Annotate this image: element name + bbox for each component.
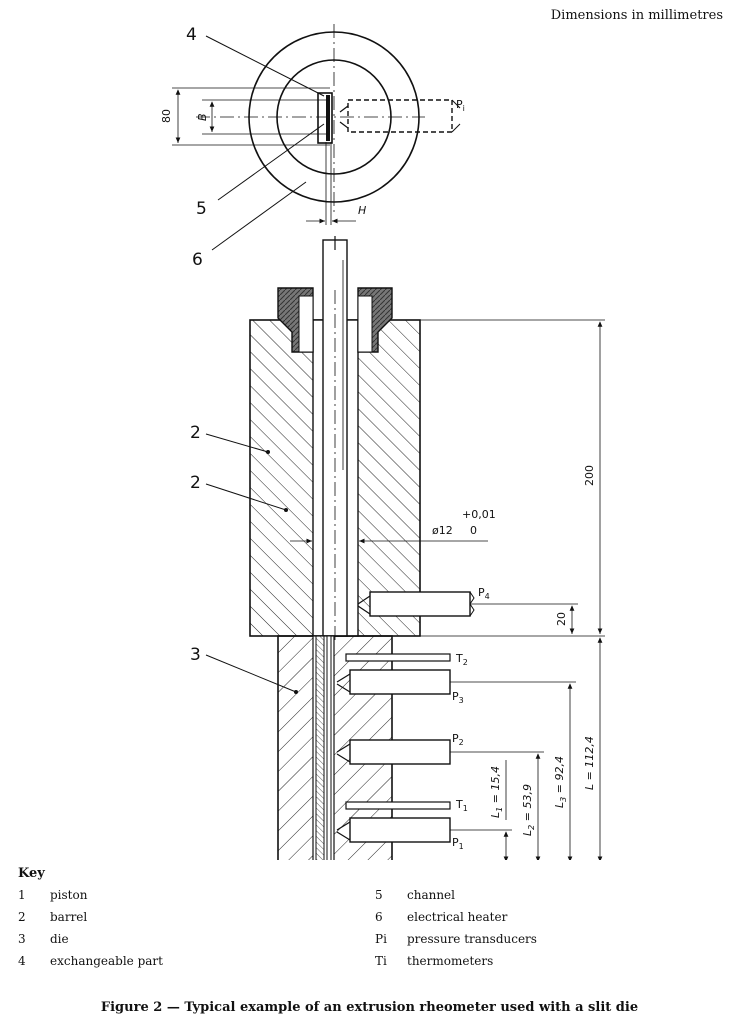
ref-6: 6 xyxy=(192,250,203,270)
callout-t2: T2 xyxy=(455,652,468,667)
key-num: Pi xyxy=(375,932,387,946)
key-num: 4 xyxy=(18,954,26,968)
channel-slot xyxy=(326,95,330,141)
callout-t1: T1 xyxy=(455,798,468,813)
key-text: channel xyxy=(407,888,455,902)
transducer-p2 xyxy=(349,739,451,765)
rheometer-drawing: 80 B H Pi 4 5 6 xyxy=(160,24,605,860)
dim-20: 20 xyxy=(555,612,568,626)
exchangeable-part xyxy=(317,92,333,144)
key-row: 6 electrical heater xyxy=(375,910,537,932)
key-text: pressure transducers xyxy=(407,932,537,946)
key-num: Ti xyxy=(375,954,387,968)
key-text: barrel xyxy=(50,910,88,924)
key-num: 1 xyxy=(18,888,26,902)
key-num: 5 xyxy=(375,888,383,902)
dim-200: 200 xyxy=(583,465,596,486)
key-text: exchangeable part xyxy=(50,954,163,968)
key-left-column: 1 piston 2 barrel 3 die 4 exchangeable part xyxy=(18,888,163,976)
callout-p2: P2 xyxy=(452,732,464,747)
key-row: Ti thermometers xyxy=(375,954,537,976)
ref-5: 5 xyxy=(196,199,207,219)
key-num: 3 xyxy=(18,932,26,946)
callout-p4: P4 xyxy=(478,586,490,601)
callout-p3: P3 xyxy=(452,690,464,705)
key-row: 5 channel xyxy=(375,888,537,910)
dim-l3: L3 = 92,4 xyxy=(553,756,568,808)
dimensions-note: Dimensions in millimetres xyxy=(550,8,723,23)
ref-2a: 2 xyxy=(190,423,201,443)
ref-4: 4 xyxy=(186,25,197,45)
ref-3: 3 xyxy=(190,645,201,665)
dim-80: 80 xyxy=(160,109,173,123)
dim-h: H xyxy=(358,204,366,217)
dim-l: L = 112,4 xyxy=(583,736,596,790)
dim-diameter: ø12 xyxy=(432,524,453,537)
key-num: 2 xyxy=(18,910,26,924)
transducer-p1 xyxy=(349,817,451,843)
thermometer-t2 xyxy=(345,653,451,662)
side-view: P4 ø12 +0,01 0 T2 P3 P2 T1 P1 xyxy=(190,236,605,860)
key-text: electrical heater xyxy=(407,910,508,924)
dim-l2: L2 = 53,9 xyxy=(521,784,536,836)
transducer-p4 xyxy=(369,591,471,617)
thermometer-t1 xyxy=(345,801,451,810)
key-row: 1 piston xyxy=(18,888,163,910)
dim-l1: L1 = 15,4 xyxy=(489,766,504,818)
transducer-p3 xyxy=(349,669,451,695)
dim-b: B xyxy=(196,113,209,121)
top-view: 80 B H Pi 4 5 6 xyxy=(160,24,465,270)
key-row: 3 die xyxy=(18,932,163,954)
key-row: 4 exchangeable part xyxy=(18,954,163,976)
key-num: 6 xyxy=(375,910,383,924)
callout-pi: Pi xyxy=(456,98,465,113)
key-text: piston xyxy=(50,888,88,902)
callout-p1: P1 xyxy=(452,836,464,851)
key-right-column: 5 channel 6 electrical heater Pi pressure t… xyxy=(375,888,537,976)
key-text: die xyxy=(50,932,69,946)
dim-tol-upper: +0,01 xyxy=(462,508,496,521)
ref-2b: 2 xyxy=(190,473,201,493)
key-row: 2 barrel xyxy=(18,910,163,932)
key-text: thermometers xyxy=(407,954,494,968)
key-legend: Key 1 piston 2 barrel 3 die 4 exchangeable p… xyxy=(18,866,723,968)
figure-caption: Figure 2 — Typical example of an extrusi… xyxy=(100,1000,639,1015)
key-row: Pi pressure transducers xyxy=(375,932,537,954)
key-title: Key xyxy=(18,866,45,881)
dim-tol-lower: 0 xyxy=(470,524,477,537)
transducer-pi xyxy=(347,99,453,133)
